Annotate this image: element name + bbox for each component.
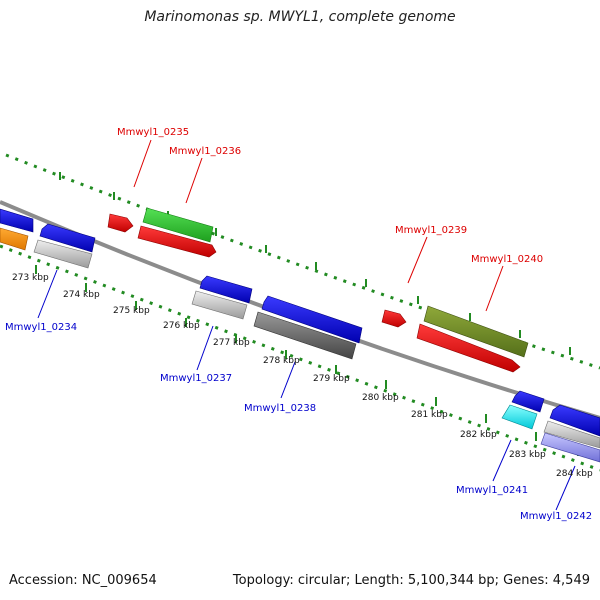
gene-0240-olive-arrow	[423, 305, 529, 358]
gene-0237-blue-arrow	[199, 275, 253, 304]
gene-0239-arrow	[381, 309, 407, 328]
scale-label: 282 kbp	[460, 430, 497, 440]
gene-labels: Mmwyl1_0235 Mmwyl1_0236 Mmwyl1_0239 Mmwy…	[5, 127, 592, 522]
inner-scale-dots	[0, 244, 600, 472]
gene-0235-arrow	[107, 213, 134, 233]
gene-0241-blue-arrow	[511, 390, 545, 413]
gene-0238-dark-bar	[253, 311, 357, 360]
gene-left-orange-bar	[0, 227, 29, 251]
gene-label-0239: Mmwyl1_0239	[395, 225, 467, 236]
gene-label-0241: Mmwyl1_0241	[456, 485, 528, 496]
gene-label-0234: Mmwyl1_0234	[5, 322, 77, 333]
gene-0240-red-arrow	[416, 323, 521, 373]
scale-label: 283 kbp	[509, 450, 546, 460]
gene-label-0236: Mmwyl1_0236	[169, 146, 241, 157]
scale-label: 281 kbp	[411, 410, 448, 420]
inner-ticks	[35, 265, 579, 456]
gene-label-0238: Mmwyl1_0238	[244, 403, 316, 414]
gene-label-0240: Mmwyl1_0240	[471, 254, 543, 265]
gene-label-0237: Mmwyl1_0237	[160, 373, 232, 384]
forward-leader-lines	[133, 139, 504, 312]
scale-label: 284 kbp	[556, 469, 593, 479]
gene-left-blue-arrow	[0, 208, 34, 233]
scale-label: 278 kbp	[263, 356, 300, 366]
gene-label-0235: Mmwyl1_0235	[117, 127, 189, 138]
gene-0237-silver-bar	[191, 290, 248, 320]
gene-0238-blue-arrow	[261, 295, 363, 344]
gene-0242-lavender-bar	[540, 432, 600, 463]
gene-0234-blue-arrow	[39, 223, 96, 253]
reverse-leader-lines	[37, 269, 576, 511]
accession-text: Accession: NC_009654	[9, 573, 157, 588]
gene-0234-silver-bar	[33, 239, 93, 269]
gene-0242-silver-bar	[543, 420, 600, 449]
gene-0236-red-arrow	[137, 225, 217, 258]
gene-0236-green-arrow	[142, 207, 214, 243]
map-title: Marinomonas sp. MWYL1, complete genome	[144, 9, 456, 25]
genome-summary-text: Topology: circular; Length: 5,100,344 bp…	[232, 573, 590, 588]
scale-label: 273 kbp	[12, 273, 49, 283]
gene-0241-cyan-arrow	[501, 404, 538, 430]
gene-label-0242: Mmwyl1_0242	[520, 511, 592, 522]
gene-0242-blue-arrow	[549, 404, 600, 437]
scale-label: 277 kbp	[213, 338, 250, 348]
scale-label: 276 kbp	[163, 321, 200, 331]
scale-label: 275 kbp	[113, 306, 150, 316]
scale-label: 279 kbp	[313, 374, 350, 384]
scale-labels: 273 kbp 274 kbp 275 kbp 276 kbp 277 kbp …	[12, 273, 593, 479]
scale-label: 274 kbp	[63, 290, 100, 300]
scale-label: 280 kbp	[362, 393, 399, 403]
